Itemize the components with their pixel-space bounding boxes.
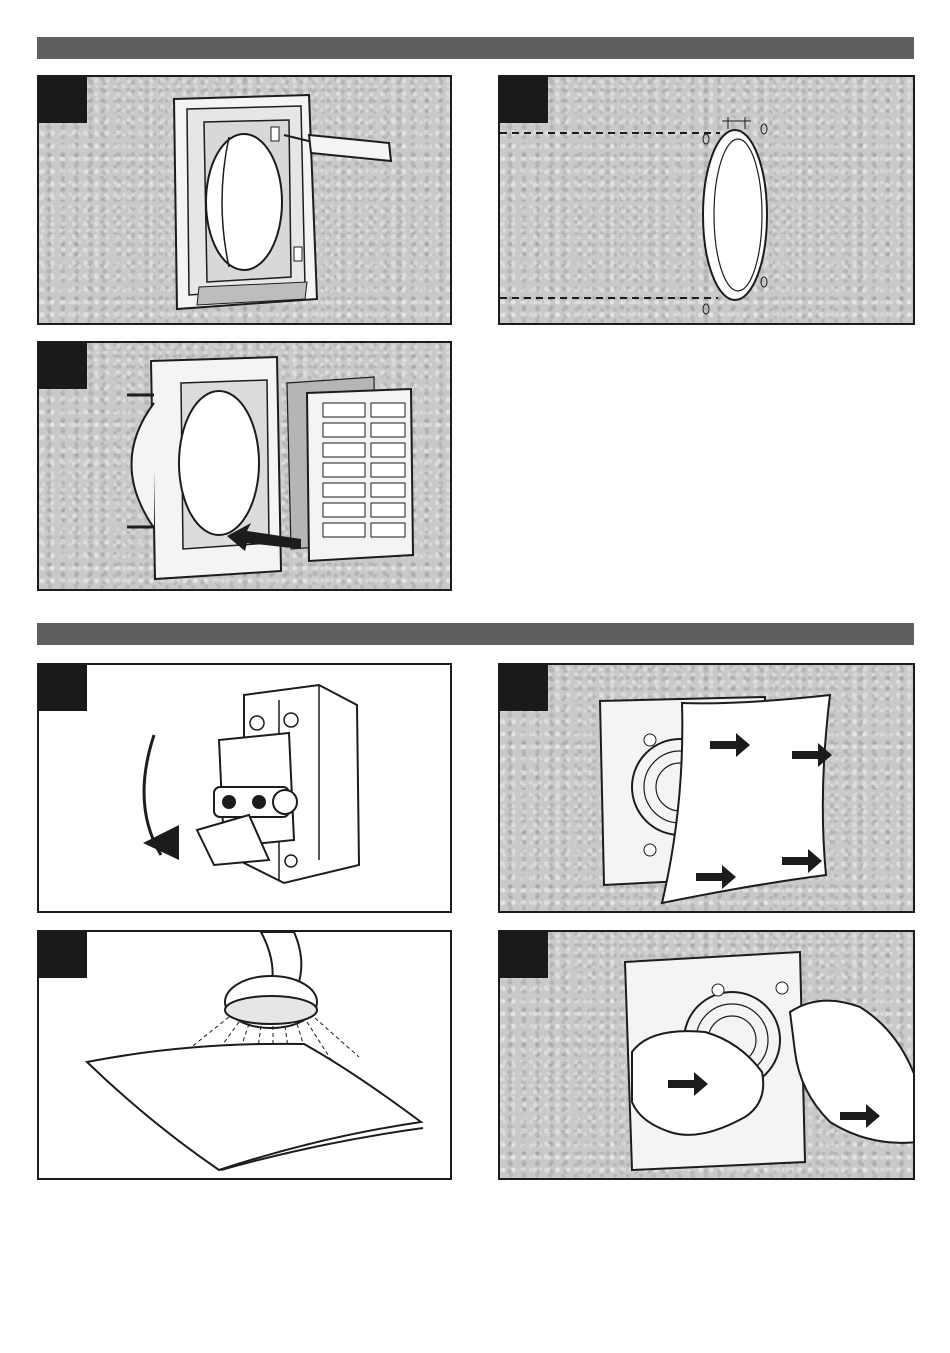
panel-insert-grille	[37, 341, 452, 591]
screwdriver-icon	[39, 77, 452, 325]
panel-remove-cover	[37, 75, 452, 325]
wall-hole-icon	[500, 77, 915, 325]
panel-refit-front-cover	[498, 930, 915, 1180]
panel-wall-hole	[498, 75, 915, 325]
hands-icon	[500, 932, 915, 1180]
panel-wash-cover	[37, 930, 452, 1180]
circuit-breaker-icon	[39, 665, 452, 913]
panel-remove-front-cover	[498, 663, 915, 913]
shower-icon	[39, 932, 452, 1180]
arrow-right-icon	[500, 665, 915, 913]
section-bar-top	[37, 37, 914, 59]
section-bar-bottom	[37, 623, 914, 645]
grille-icon	[39, 343, 452, 591]
panel-circuit-breaker	[37, 663, 452, 913]
